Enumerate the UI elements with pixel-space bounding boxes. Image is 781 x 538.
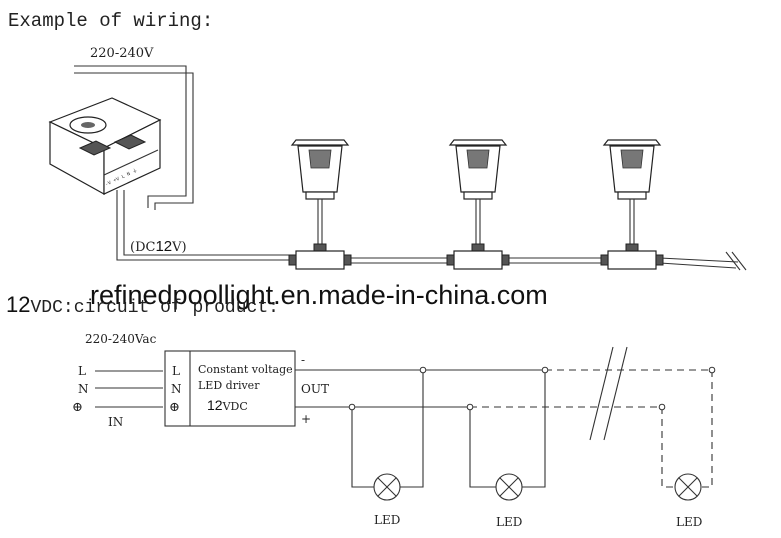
led-label-1: LED <box>374 513 400 527</box>
mains-cable <box>74 65 194 210</box>
led-lamp-icon-1 <box>373 473 401 501</box>
led-label-2: LED <box>496 515 522 529</box>
input-label-n: N <box>78 382 89 396</box>
light-fixture-3 <box>602 139 662 244</box>
mains-voltage-label: 220-240V <box>90 46 154 61</box>
wiring-title: Example of wiring: <box>8 10 213 32</box>
led-lamp-icon-3 <box>674 473 702 501</box>
junction-connector-3 <box>600 243 664 270</box>
driver-term-l: L <box>172 364 180 378</box>
driver-voltage: 12VDC <box>207 397 248 413</box>
svg-text:12VDC:circuit of product:: 12VDC:circuit of product: <box>6 292 279 318</box>
watermark: refinedpoollight.en.made-in-china.com <box>90 280 548 310</box>
led-branch-3 <box>658 366 716 501</box>
dc-voltage-label: (DC12V) <box>130 238 187 255</box>
circuit-title: 12VDC:circuit of product: <box>6 292 279 318</box>
svg-text:(DC12V): (DC12V) <box>130 238 187 255</box>
led-driver-box: L N ⊕ Constant voltage LED driver 12VDC <box>164 350 296 427</box>
output-plus-label: + <box>301 412 311 426</box>
driver-term-ground: ⊕ <box>169 400 180 415</box>
led-label-3: LED <box>676 515 702 529</box>
output-bus <box>295 346 712 441</box>
output-label: OUT <box>301 382 329 396</box>
junction-connector-2 <box>446 243 510 270</box>
driver-line1: Constant voltage <box>198 363 293 376</box>
power-supply-unit: -V +V L N ⏚ <box>48 97 162 196</box>
input-terminals: L N ⊕ IN <box>72 364 163 429</box>
junction-connector-1 <box>288 243 352 270</box>
led-branch-2 <box>466 366 549 501</box>
led-lamp-icon-2 <box>495 473 523 501</box>
bus-cable <box>345 251 747 271</box>
input-voltage-label: 220-240Vac <box>85 332 157 346</box>
dc-cable <box>116 190 290 261</box>
driver-line2: LED driver <box>198 379 260 392</box>
led-branch-1 <box>348 366 427 501</box>
driver-term-n: N <box>171 382 182 396</box>
input-label-l: L <box>78 364 86 378</box>
input-in-label: IN <box>108 415 123 429</box>
light-fixture-2 <box>448 139 508 244</box>
output-minus-label: - <box>301 353 305 367</box>
ground-icon: ⊕ <box>72 400 83 415</box>
light-fixture-1 <box>290 139 350 244</box>
